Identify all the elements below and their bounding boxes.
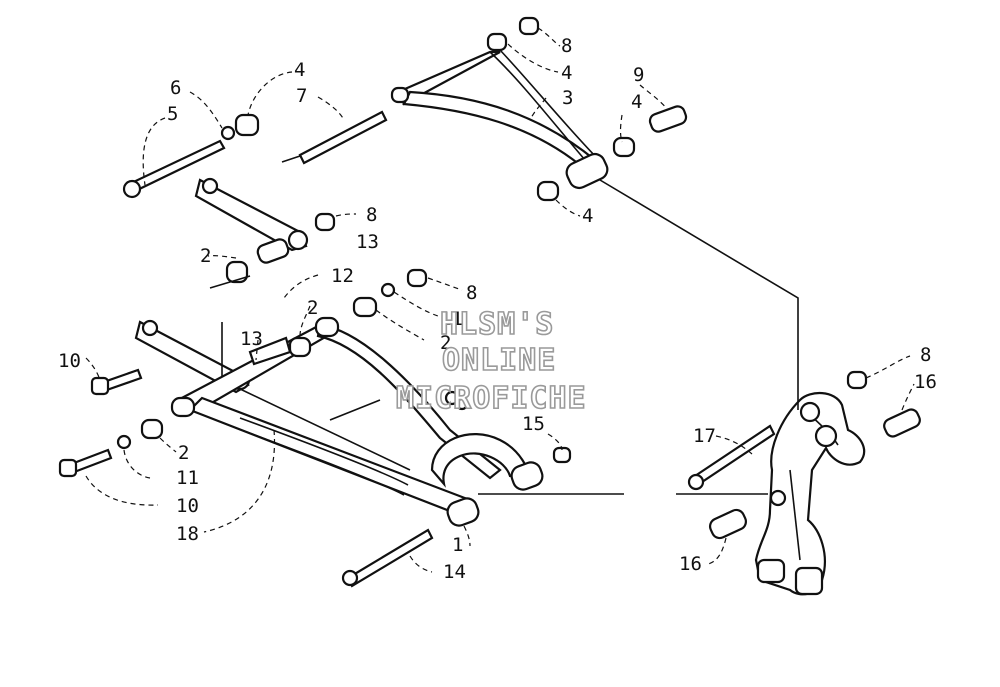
callout-4-left: 4 xyxy=(294,59,305,81)
bushing-4-lower xyxy=(536,180,560,202)
bushing-4-right xyxy=(612,136,636,158)
callout-14: 14 xyxy=(443,561,466,583)
callout-15: 15 xyxy=(522,413,545,435)
stud-12 xyxy=(256,238,290,264)
callout-11-bottom: 11 xyxy=(176,467,199,489)
leader-lines xyxy=(85,27,915,573)
pin-16-bottom xyxy=(708,508,748,540)
watermark: HLSM'S ONLINE MICROFICHE xyxy=(395,306,587,417)
callout-8-mid: 8 xyxy=(366,204,377,226)
callout-4-lower: 4 xyxy=(582,205,593,227)
callout-10-left: 10 xyxy=(58,350,81,372)
callout-4-top: 4 xyxy=(561,62,572,84)
shaft-7 xyxy=(298,110,388,165)
watermark-line-1: HLSM'S xyxy=(440,307,554,342)
callout-8-spindle: 8 xyxy=(920,344,931,366)
tie-rods xyxy=(134,177,336,394)
upper-a-arm xyxy=(390,49,609,190)
callout-5: 5 xyxy=(167,103,178,125)
callout-2-mid: 2 xyxy=(200,245,211,267)
spindle xyxy=(687,370,921,596)
callout-3: 3 xyxy=(562,87,573,109)
callout-18: 18 xyxy=(176,523,199,545)
watermark-line-3: MICROFICHE xyxy=(396,381,587,416)
callout-17: 17 xyxy=(693,425,716,447)
callout-13-mid: 13 xyxy=(356,231,379,253)
callout-11-low: 11 xyxy=(440,308,463,330)
upper-arm-hardware xyxy=(122,16,688,202)
bushing-2-mid xyxy=(225,260,249,284)
callout-1: 1 xyxy=(452,534,463,556)
callout-12: 12 xyxy=(331,265,354,287)
nut-8-top xyxy=(518,16,540,36)
callout-8-low: 8 xyxy=(466,282,477,304)
nut-8-mid xyxy=(314,212,336,232)
callout-8-top: 8 xyxy=(561,35,572,57)
pin-16-top xyxy=(883,408,921,438)
callout-6: 6 xyxy=(170,77,181,99)
bushing-2-arm xyxy=(140,418,164,440)
callout-7: 7 xyxy=(296,85,307,107)
callout-13-low: 13 xyxy=(240,328,263,350)
bushing-2-low xyxy=(352,296,378,318)
lower-arm-hardware xyxy=(58,268,572,588)
bushing-4-top xyxy=(486,32,508,52)
callout-10-bottom: 10 xyxy=(176,495,199,517)
watermark-line-2: ONLINE xyxy=(442,343,556,378)
washer-6 xyxy=(220,125,236,141)
stud-13 xyxy=(248,336,292,366)
callout-16-bottom: 16 xyxy=(679,553,702,575)
callout-4-right: 4 xyxy=(631,91,642,113)
callout-9: 9 xyxy=(633,64,644,86)
alignment-lines xyxy=(209,155,799,495)
bushing-1 xyxy=(446,497,480,527)
callout-16-top: 16 xyxy=(914,371,937,393)
nut-8-low xyxy=(406,268,428,288)
callout-2-center: 2 xyxy=(307,297,318,319)
callout-2-low: 2 xyxy=(440,332,451,354)
callout-labels: 8 4 3 9 4 4 6 5 4 7 8 13 2 12 8 11 2 2 1… xyxy=(58,35,937,583)
bushing-4-left xyxy=(234,113,260,137)
nut-8-spindle xyxy=(846,370,868,390)
callout-2-arm: 2 xyxy=(178,442,189,464)
washer-11-low xyxy=(380,282,396,298)
nut-15 xyxy=(552,446,572,464)
bushing-2-center xyxy=(288,336,312,358)
washer-11-bottom xyxy=(116,434,132,450)
bolt-14 xyxy=(346,528,434,588)
pin-9 xyxy=(648,105,688,133)
